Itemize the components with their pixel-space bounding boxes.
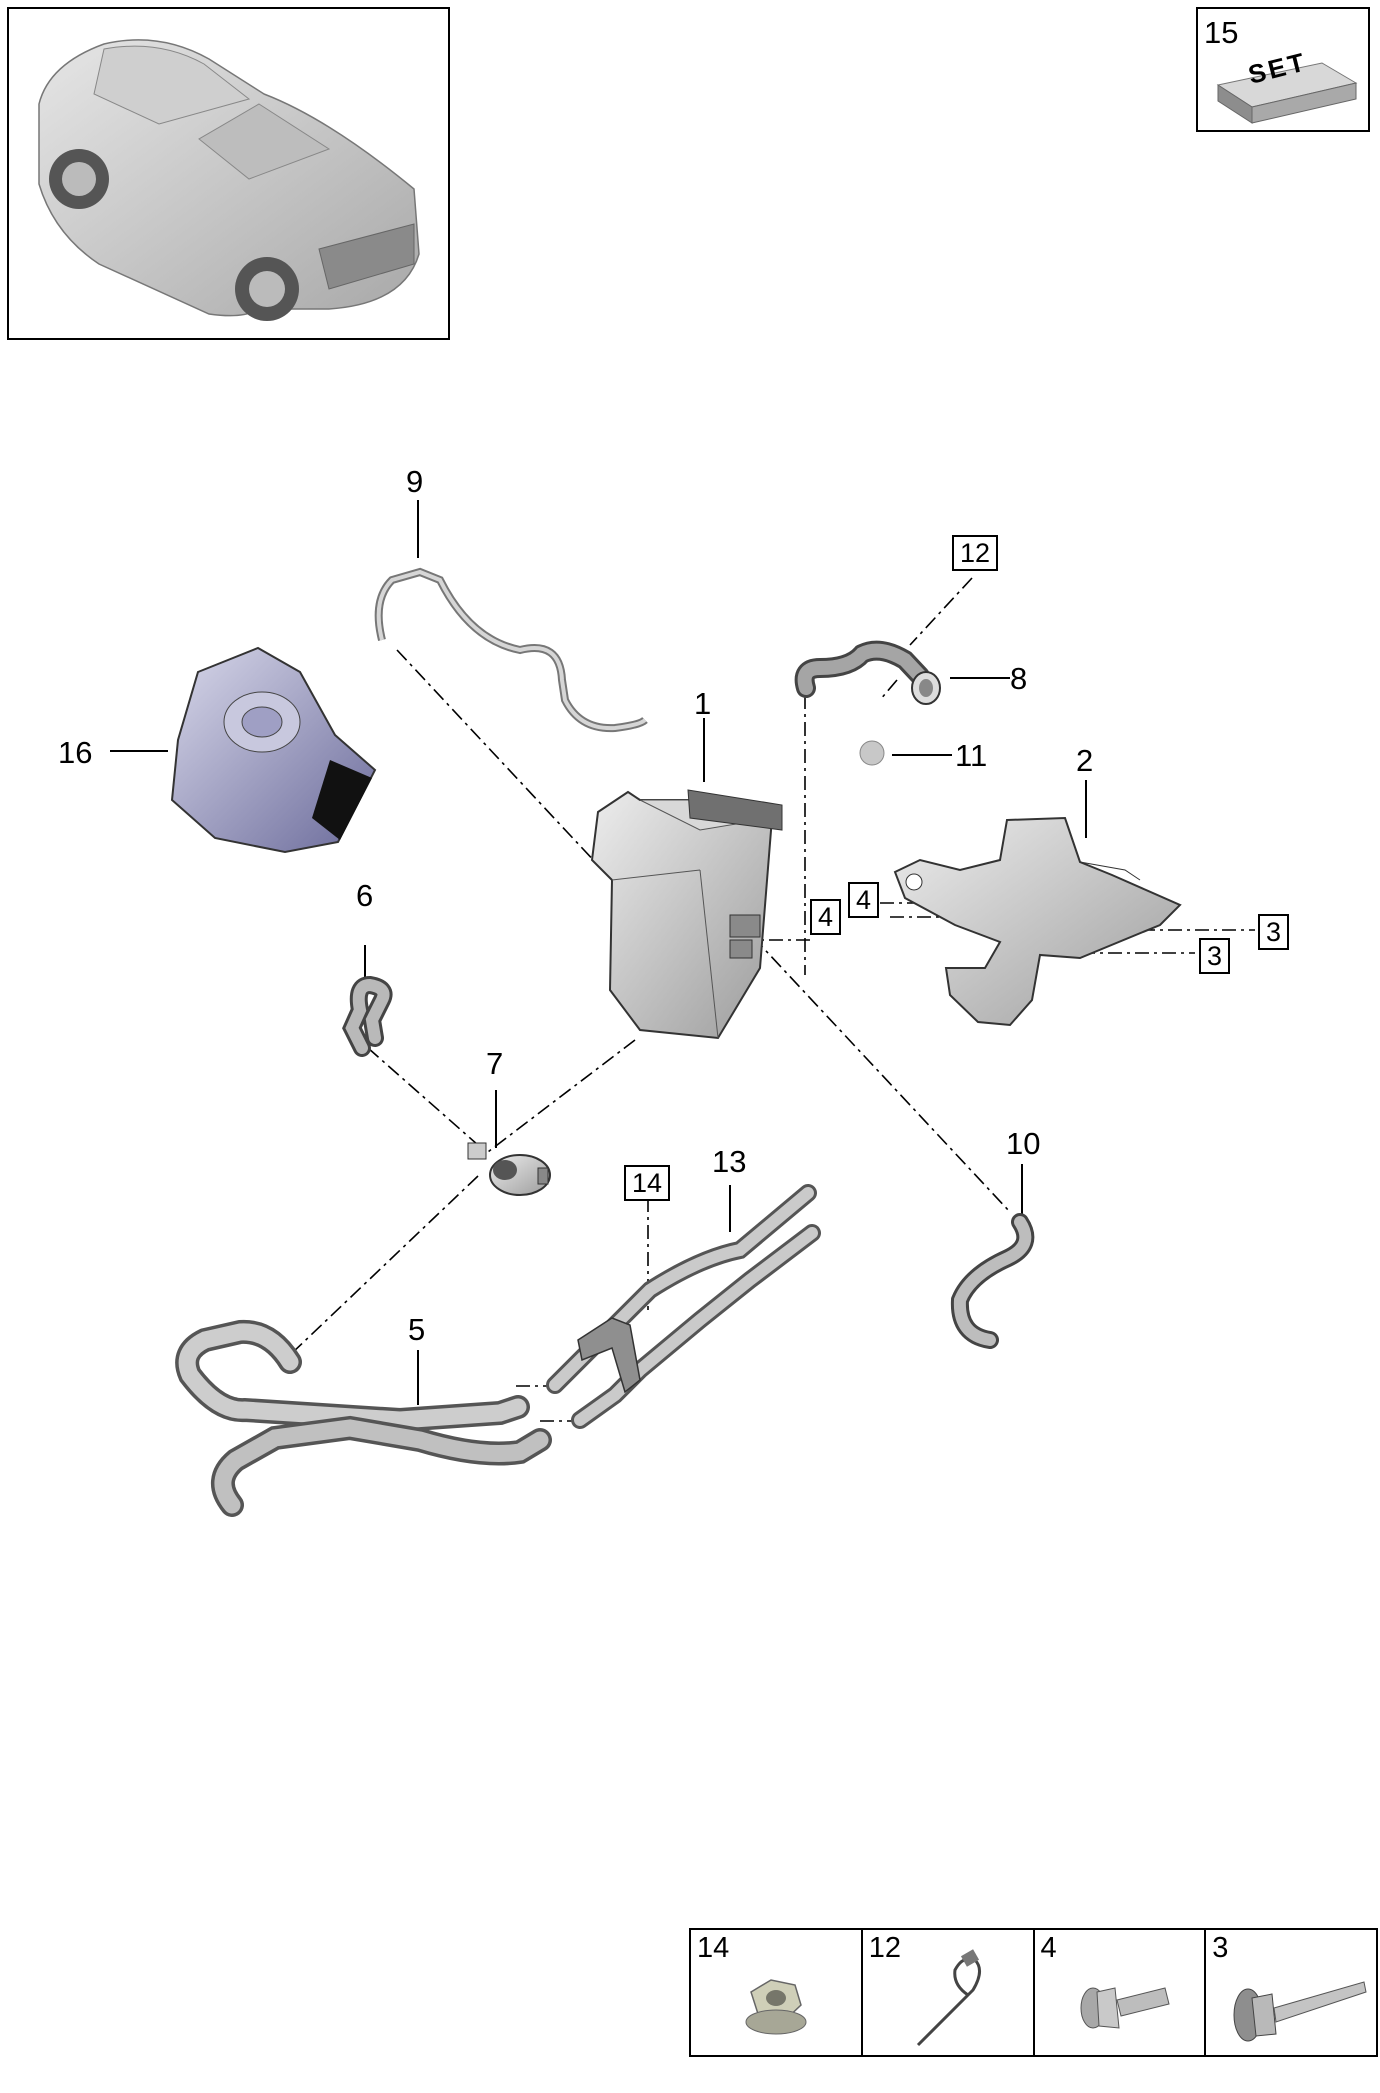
part-2-bracket <box>893 816 1182 1027</box>
parts-table: 14 12 4 3 <box>689 1928 1378 2057</box>
part-13-coolant-pipes <box>546 1184 821 1429</box>
part-7-valve <box>467 1142 551 1196</box>
parts-cell-number: 12 <box>868 1932 902 1964</box>
boxed-ref-4-upper: 4 <box>848 882 880 918</box>
parts-cell-14: 14 <box>691 1930 863 2055</box>
parts-cell-number: 4 <box>1040 1932 1057 1964</box>
boxed-ref-4-lower: 4 <box>810 899 842 935</box>
vehicle-thumbnail-frame <box>7 7 450 340</box>
hex-flange-nut-icon <box>745 1979 807 2035</box>
boxed-ref-14: 14 <box>624 1165 671 1201</box>
callout-2: 2 <box>1076 743 1094 778</box>
assembly-lines <box>289 577 1255 1422</box>
cable-tie-icon <box>916 1949 981 2047</box>
set-box-number: 15 <box>1204 15 1239 50</box>
callout-1: 1 <box>694 686 712 721</box>
callout-10: 10 <box>1006 1126 1041 1161</box>
set-kit-icon <box>1216 62 1358 124</box>
part-6-hose-elbow <box>342 975 393 1057</box>
long-flange-screw-icon <box>1233 1981 1367 2042</box>
callout-5: 5 <box>408 1312 426 1347</box>
set-box-frame: 15 SET <box>1196 7 1370 132</box>
flange-bolt-icon <box>1080 1987 1170 2029</box>
boxed-ref-12: 12 <box>952 535 999 571</box>
part-11-plug <box>859 740 885 766</box>
callout-8: 8 <box>1010 661 1028 696</box>
callout-7: 7 <box>486 1046 504 1081</box>
boxed-ref-3-upper: 3 <box>1258 914 1290 950</box>
part-5-coolant-hose <box>175 1319 552 1517</box>
callout-16: 16 <box>58 735 93 770</box>
parts-cell-number: 3 <box>1212 1932 1229 1964</box>
parts-cell-4: 4 <box>1035 1930 1207 2055</box>
part-1-auxiliary-heater <box>590 789 783 1040</box>
callout-11: 11 <box>955 738 988 773</box>
parts-cell-number: 14 <box>697 1932 730 1964</box>
leader-lines <box>110 500 1087 1405</box>
part-8-hose <box>794 640 941 705</box>
parts-cell-3: 3 <box>1206 1930 1376 2055</box>
boxed-ref-3-lower: 3 <box>1199 938 1231 974</box>
vehicle-illustration <box>38 39 420 321</box>
part-10-hose <box>950 1213 1035 1349</box>
part-16-heat-shield <box>170 646 377 854</box>
callout-6: 6 <box>356 878 374 913</box>
callout-9: 9 <box>406 464 424 499</box>
parts-cell-12: 12 <box>863 1930 1035 2055</box>
callout-13: 13 <box>712 1144 747 1179</box>
